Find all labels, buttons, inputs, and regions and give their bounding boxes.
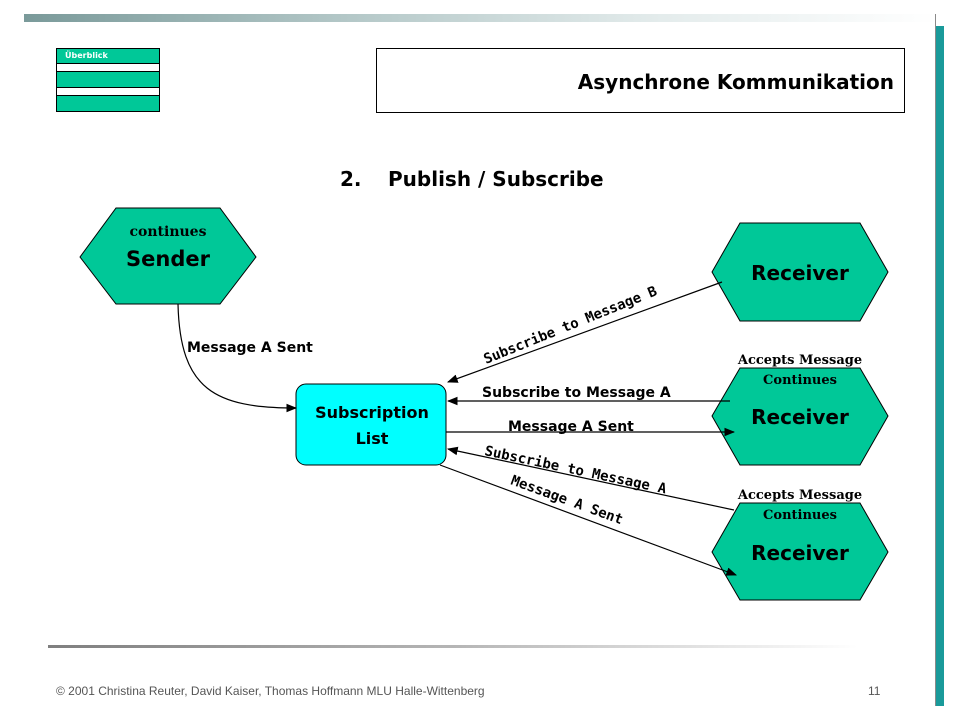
- page-title: Asynchrone Kommunikation: [577, 70, 894, 94]
- subscription-list-node: [295, 383, 447, 466]
- title-box: Asynchrone Kommunikation: [376, 48, 905, 113]
- nav-label-overview: Überblick: [65, 51, 108, 60]
- label-subscribe-a-mid: Subscribe to Message A: [482, 385, 671, 401]
- sender-label: Sender: [126, 247, 211, 271]
- sender-small-label: continues: [130, 224, 207, 240]
- footer-divider: [48, 645, 858, 648]
- receiver-mid-label: Receiver: [751, 405, 849, 429]
- subscription-list-line1: Subscription: [315, 403, 429, 422]
- label-subscribe-b: Subscribe to Message B: [482, 283, 660, 367]
- right-border-line: [935, 14, 936, 706]
- label-subscribe-a-bottom: Subscribe to Message A: [483, 443, 668, 497]
- footer-credit: © 2001 Christina Reuter, David Kaiser, T…: [56, 684, 485, 698]
- receiver-bottom-label: Receiver: [751, 541, 849, 565]
- receiver-top-node: [711, 222, 889, 322]
- section-title: Publish / Subscribe: [388, 167, 604, 191]
- receiver-mid-note-1: Accepts Message: [737, 353, 862, 368]
- receiver-top-label: Receiver: [751, 261, 849, 285]
- subscription-list-line2: List: [356, 429, 389, 448]
- overview-nav[interactable]: Überblick: [56, 48, 160, 112]
- page-number: 11: [868, 684, 881, 698]
- label-sent-a-mid: Message A Sent: [508, 419, 634, 435]
- edge-sender-to-list: [177, 303, 298, 413]
- section-number: 2.: [340, 167, 362, 191]
- receiver-mid-note-2: Continues: [763, 373, 837, 388]
- right-decorative-bar: [936, 26, 944, 706]
- receiver-mid-node: [711, 367, 889, 466]
- nav-row-5[interactable]: [56, 95, 160, 112]
- sender-node: [79, 207, 257, 305]
- receiver-bottom-note-1: Accepts Message: [737, 488, 862, 503]
- section-heading: 2. Publish / Subscribe: [340, 167, 604, 191]
- edge-subscribe-b: [446, 281, 723, 383]
- label-sender-to-list: Message A Sent: [187, 340, 313, 356]
- receiver-bottom-node: [711, 502, 889, 601]
- top-decorative-bar: [24, 14, 937, 22]
- receiver-bottom-note-2: Continues: [763, 508, 837, 523]
- edge-subscribe-a-bottom: [446, 446, 735, 511]
- edge-sent-a-bottom: [439, 464, 738, 576]
